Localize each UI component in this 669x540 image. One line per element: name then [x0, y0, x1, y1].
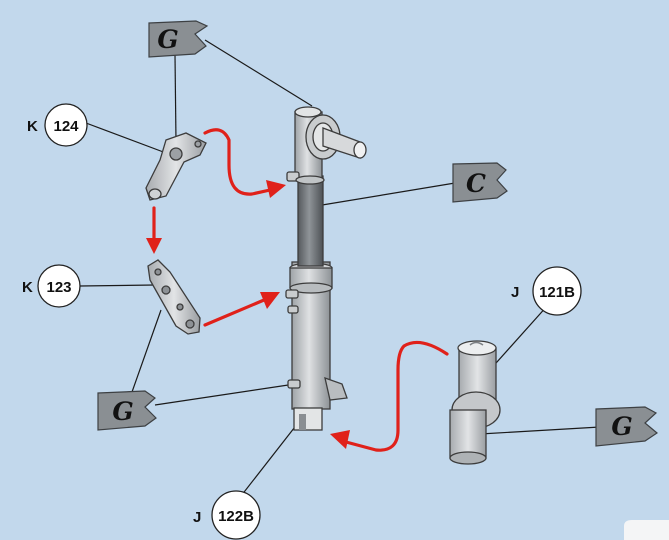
leader-j121b	[488, 305, 548, 372]
leader-g-left-to-shaft	[155, 384, 295, 405]
arrow-j121b-to-shaft	[346, 342, 447, 450]
leader-g-right	[480, 427, 600, 434]
leader-g-top-to-shaft	[205, 40, 312, 106]
callout-k123-number: 123	[46, 279, 71, 296]
arrow-k123-to-shaft	[205, 300, 264, 325]
callout-k123-prefix: K	[22, 279, 33, 296]
peg-middle	[288, 306, 298, 313]
callout-k124-prefix: K	[27, 118, 38, 135]
k123-hole-top	[155, 269, 161, 275]
flag-g-left: G	[98, 391, 156, 430]
upper-shaft-base	[296, 176, 324, 184]
flag-g-top: G	[149, 21, 207, 57]
arrow-k124-to-shaft	[205, 130, 270, 194]
callout-j122b-prefix: J	[193, 509, 201, 526]
shaft-bottom-slot	[294, 408, 322, 430]
flag-c-mid-letter: C	[466, 169, 486, 198]
pivot-axle-end	[354, 142, 366, 158]
part-k123-plate	[148, 260, 200, 334]
j121b-bottom	[450, 452, 486, 464]
main-shaft-assembly	[286, 107, 366, 430]
callout-j122b-number: 122B	[218, 508, 254, 525]
part-j121b-connector	[450, 341, 500, 464]
flag-c-mid: C	[453, 163, 507, 202]
k123-hole-end	[186, 320, 194, 328]
leader-g-top-to-k124	[175, 55, 176, 142]
peg-lower	[288, 380, 300, 388]
leader-c-to-shaft	[310, 183, 455, 207]
upper-shaft-top	[295, 107, 321, 117]
flag-g-top-letter: G	[157, 25, 178, 54]
k123-hole-low	[177, 304, 183, 310]
k124-hole	[170, 148, 182, 160]
leader-g-left-to-k123	[132, 310, 161, 392]
k124-tip	[149, 189, 161, 199]
callout-j122b: J 122B	[193, 491, 260, 539]
shaft-bottom-notch	[299, 414, 306, 430]
k124-pin-hole	[195, 141, 201, 147]
page-corner	[624, 520, 669, 540]
leader-k123	[80, 285, 155, 286]
flag-g-left-letter: G	[112, 397, 133, 426]
part-k124-bracket	[146, 133, 206, 200]
arrow-k124-to-shaft-head	[266, 180, 286, 198]
j121b-lower-tube	[450, 410, 486, 458]
callout-j121b-number: 121B	[539, 284, 575, 301]
k123-hole-mid	[162, 286, 170, 294]
callout-k124: K 124	[27, 104, 87, 146]
callout-j121b: J 121B	[511, 267, 581, 315]
dark-inner-shaft	[298, 176, 323, 266]
leader-j122b	[241, 423, 298, 496]
peg-upper	[286, 290, 298, 298]
flag-g-right-letter: G	[611, 412, 632, 441]
arrow-k124-to-k123-head	[146, 238, 162, 254]
callout-k124-number: 124	[53, 118, 79, 135]
flag-g-right: G	[596, 407, 657, 446]
callout-k123: K 123	[22, 265, 80, 307]
callout-j121b-prefix: J	[511, 284, 519, 301]
arrow-j121b-to-shaft-head	[330, 430, 350, 449]
leader-k124	[86, 123, 174, 156]
